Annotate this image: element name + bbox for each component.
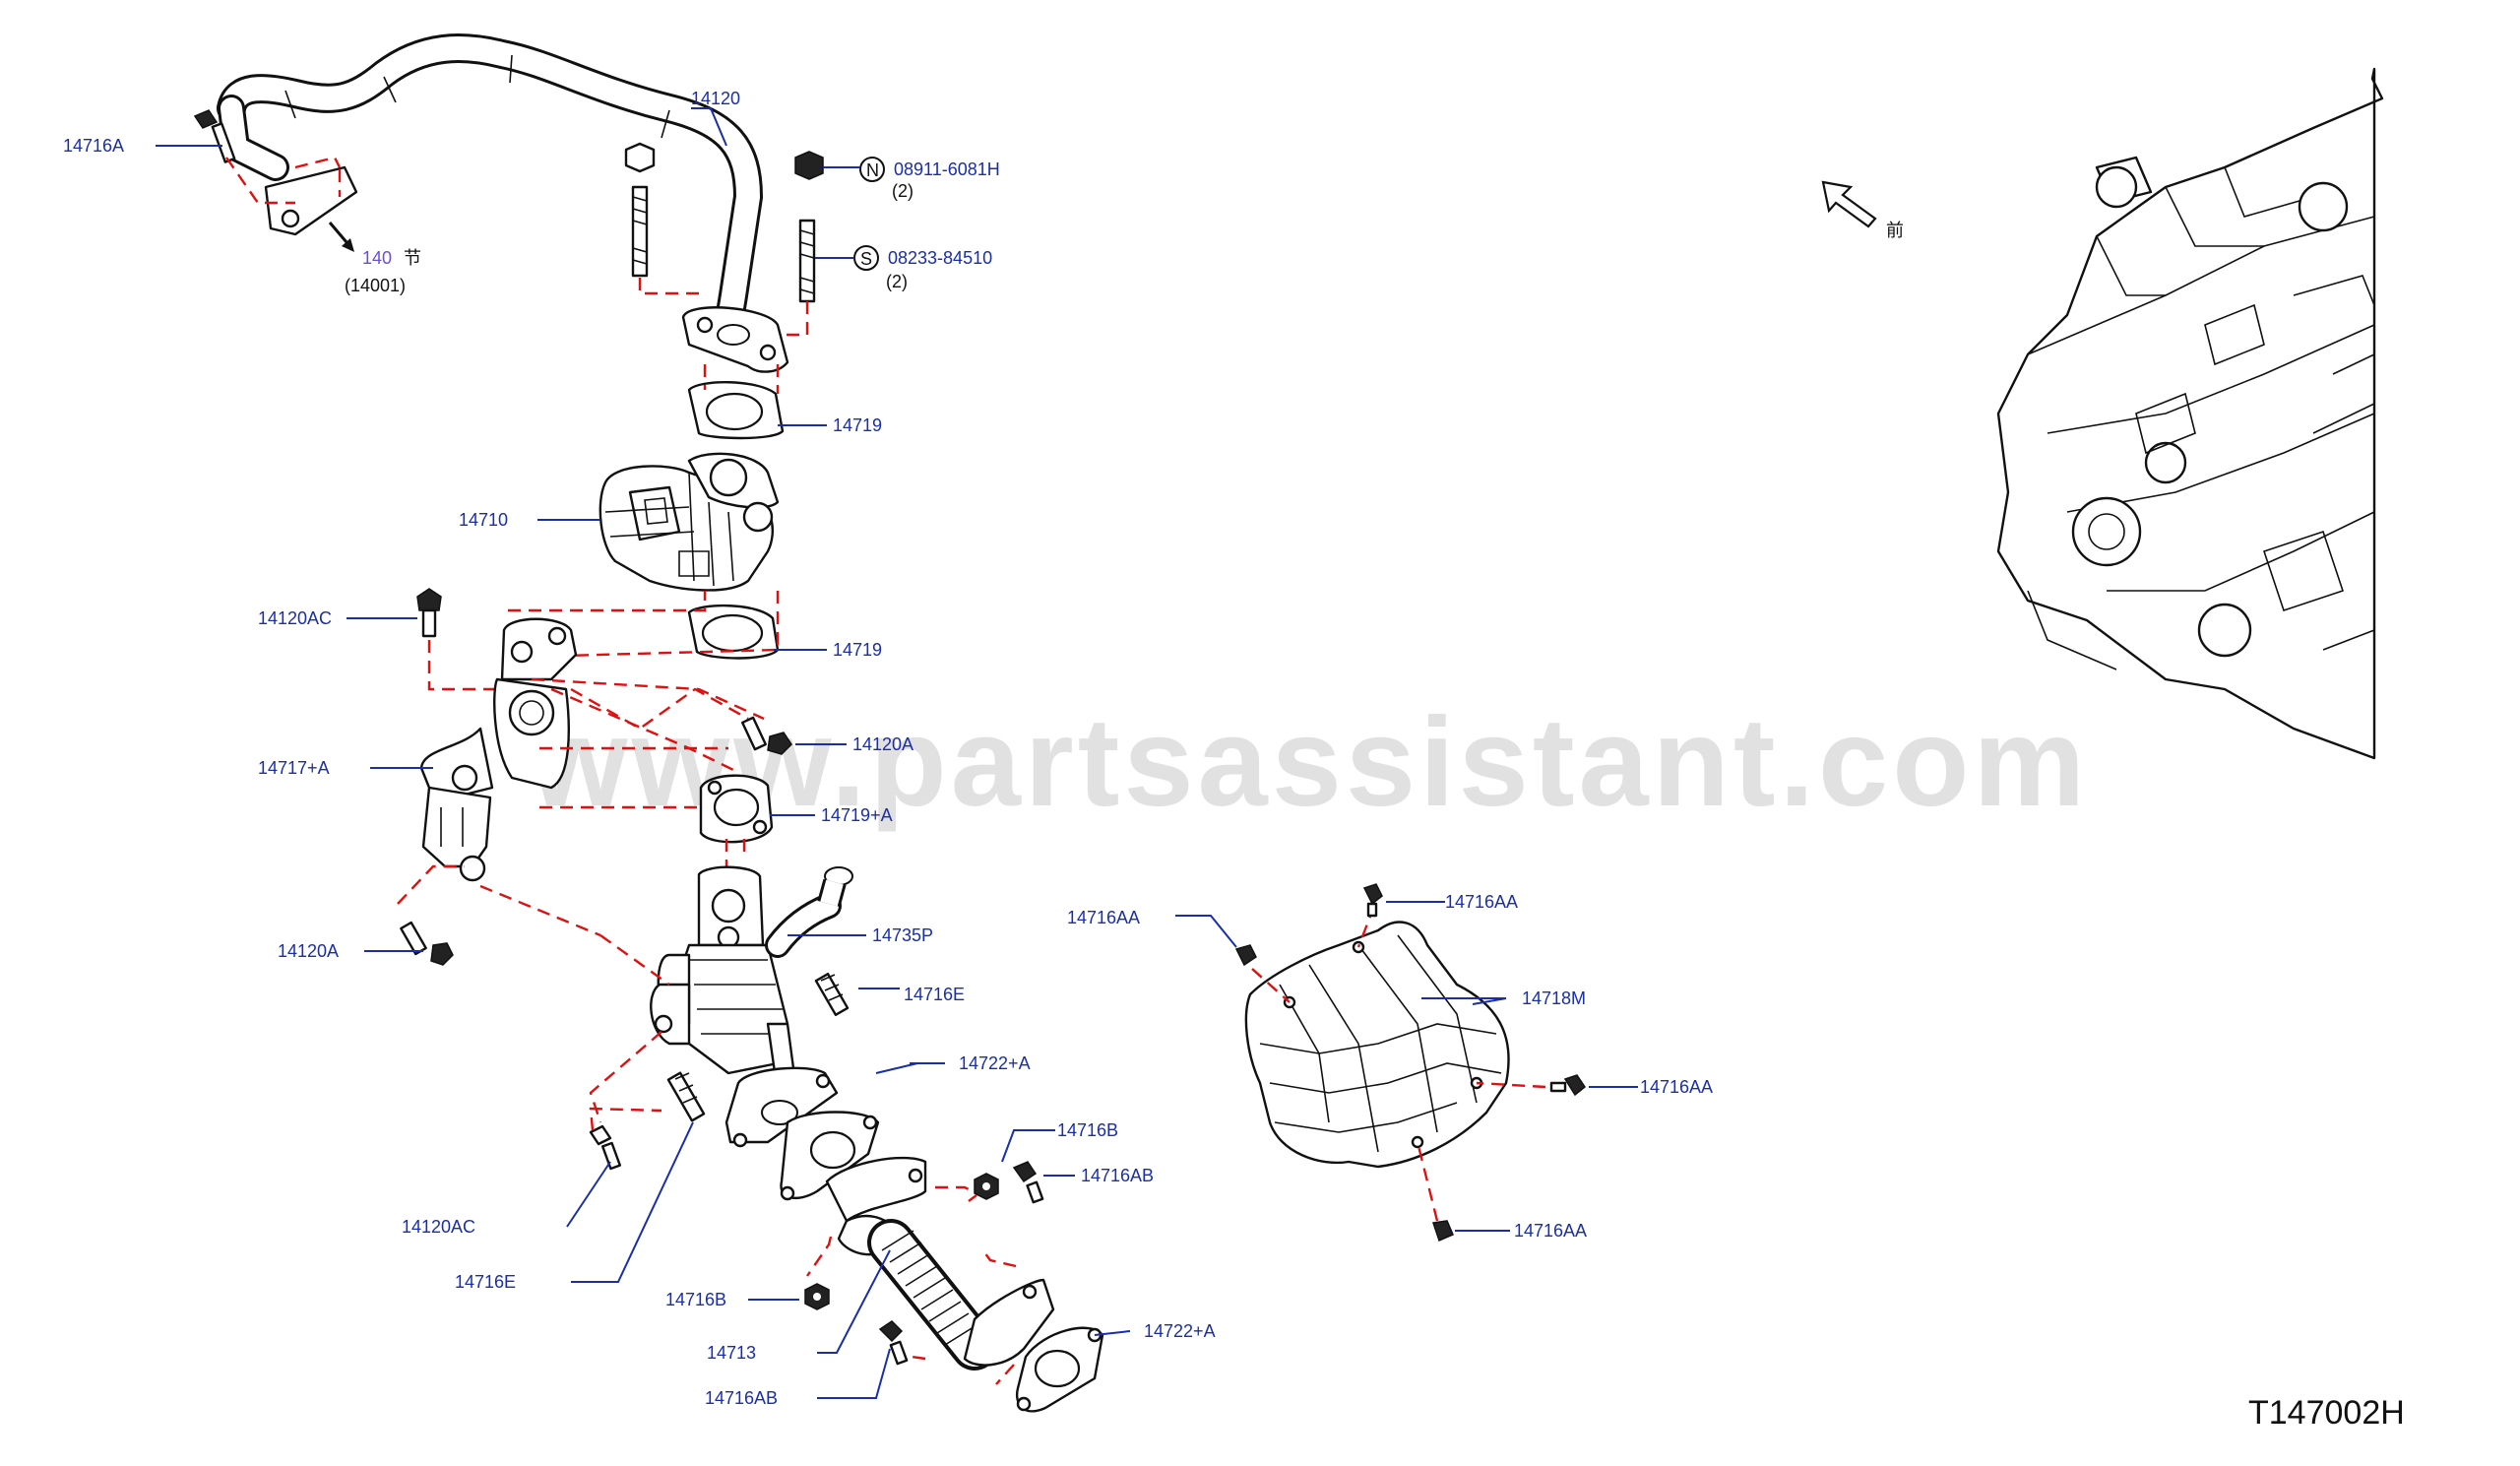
engine-block-illustration xyxy=(1996,67,2384,760)
front-direction-arrow: 前 xyxy=(1821,180,1904,240)
stud-and-nut-left xyxy=(624,142,703,295)
ref-part-number: (14001) xyxy=(345,276,406,295)
callout-14716E-upper: 14716E xyxy=(904,985,965,1004)
bracket-14717A xyxy=(419,617,765,882)
callout-14120: 14120 xyxy=(691,89,740,108)
callout-08911-6081H: 08911-6081H xyxy=(894,159,1000,179)
watermark: www.partsassistant.com xyxy=(529,692,2089,833)
callout-14713: 14713 xyxy=(707,1343,756,1363)
callout-14722A-upper: 14722+A xyxy=(959,1053,1031,1073)
callout-14717A: 14717+A xyxy=(258,758,330,778)
callout-08233-84510: 08233-84510 xyxy=(888,248,992,268)
callout-14716AA-left: 14716AA xyxy=(1067,908,1140,927)
standard-part-symbol: S xyxy=(815,245,879,271)
callout-14719A: 14719+A xyxy=(821,805,893,825)
heat-shield-14718M xyxy=(1244,905,1546,1222)
stud-14716E-upper xyxy=(814,972,850,1017)
bolt-14716A xyxy=(193,109,342,205)
callout-14722A-lower: 14722+A xyxy=(1144,1321,1216,1341)
gasket-14722A-lower xyxy=(995,1326,1104,1413)
gasket-14722A-upper xyxy=(780,1111,880,1201)
front-mark-label: 前 xyxy=(1886,221,1904,240)
bolt-14716AA-1 xyxy=(1234,944,1257,967)
callout-14716AB-upper: 14716AB xyxy=(1081,1166,1154,1185)
bolt-14120A-lower xyxy=(397,864,465,966)
nut-14716B-lower xyxy=(804,1283,830,1310)
callout-14716AB-lower: 14716AB xyxy=(705,1388,778,1408)
bolt-14120AC-upper xyxy=(416,588,500,691)
gasket-14719A xyxy=(699,774,774,876)
callout-14735P: 14735P xyxy=(872,925,933,945)
callout-14120A-lower: 14120A xyxy=(278,941,339,961)
bolt-14120A-upper xyxy=(741,716,792,755)
bolt-14120AC-lower xyxy=(589,1107,662,1171)
svg-text:S: S xyxy=(860,249,872,269)
callout-14719-lower: 14719 xyxy=(833,640,882,660)
ref-section-suffix: 节 xyxy=(404,248,421,268)
bolt-14716AA-3 xyxy=(1549,1074,1587,1097)
leader-lines xyxy=(156,107,1638,1399)
stud-14716E-lower xyxy=(666,1071,706,1122)
callout-14716AA-top: 14716AA xyxy=(1445,892,1518,912)
callout-14716A: 14716A xyxy=(63,136,124,156)
egr-pipe-14120 xyxy=(217,33,789,373)
callout-14120AC-upper: 14120AC xyxy=(258,608,332,628)
callout-14716B-lower: 14716B xyxy=(665,1290,726,1309)
reference-arrow xyxy=(328,222,354,252)
nut-14716B-upper xyxy=(968,1173,999,1202)
flex-pipe-14713 xyxy=(806,1156,1055,1370)
new-part-symbol: N xyxy=(823,157,885,182)
callout-08911-qty: (2) xyxy=(892,181,914,201)
bolt-14716AA-2 xyxy=(1362,883,1383,918)
ref-section-number: 140 xyxy=(362,248,392,268)
callout-14718M: 14718M xyxy=(1522,988,1586,1008)
callout-14710: 14710 xyxy=(459,510,508,530)
callout-14716AA-right: 14716AA xyxy=(1640,1077,1713,1097)
egr-cooler-14735P xyxy=(479,865,853,1148)
gasket-14719-lower xyxy=(508,591,780,660)
bolt-14716AB-upper xyxy=(1012,1161,1044,1204)
bolt-14716AA-4 xyxy=(1432,1220,1454,1243)
diagram-code: T147002H xyxy=(2248,1394,2405,1432)
callout-14120AC-lower: 14120AC xyxy=(402,1217,475,1237)
stud-and-nut-right xyxy=(786,151,824,337)
bolt-14716AB-lower xyxy=(878,1320,909,1366)
callout-08233-qty: (2) xyxy=(886,272,908,291)
callout-14719-upper: 14719 xyxy=(833,415,882,435)
callout-14120A-upper: 14120A xyxy=(852,734,914,754)
callout-14716B-upper: 14716B xyxy=(1057,1120,1118,1140)
callout-14716AA-bottom: 14716AA xyxy=(1514,1221,1587,1241)
gasket-14719-upper xyxy=(687,364,785,440)
callout-labels: 14716A 14120 08911-6081H (2) 08233-84510… xyxy=(63,89,2405,1432)
callout-14716E-lower: 14716E xyxy=(455,1272,516,1292)
svg-text:N: N xyxy=(866,160,879,180)
egr-valve-14710 xyxy=(598,452,780,592)
